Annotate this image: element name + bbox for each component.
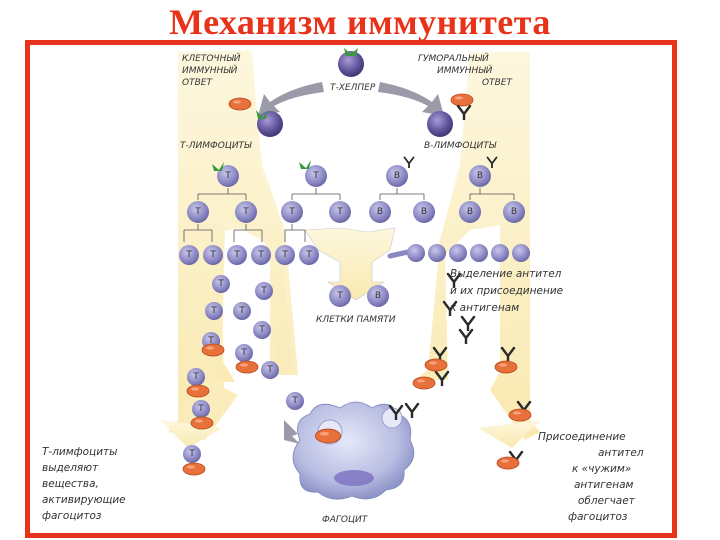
t-cell: Т [305, 165, 327, 187]
svg-text:Т: Т [312, 171, 319, 181]
svg-text:Т: Т [305, 250, 312, 260]
antibody-note-line-5: облегчает [578, 495, 636, 507]
svg-text:Т: Т [260, 286, 267, 296]
humoral-flow-band [415, 52, 540, 440]
antibody-note-line-3: к «чужим» [572, 463, 631, 475]
svg-text:В: В [394, 171, 400, 181]
t-cell: Т [217, 165, 239, 187]
t-note-line-3: вещества, [42, 478, 99, 490]
t-cell: Т [187, 201, 209, 223]
memory-flow-band [304, 227, 396, 301]
svg-text:Т: Т [194, 207, 201, 217]
t-note-line-2: выделяют [42, 462, 99, 474]
antibody-note-line-1: Присоединение [538, 431, 626, 443]
t-cell: Т [281, 201, 303, 223]
svg-text:В: В [477, 171, 483, 181]
cellular-flow-band-wide [168, 50, 298, 440]
b-cell: В [413, 201, 435, 223]
memory-t-cell: Т [329, 285, 351, 307]
antibody-release-line-2: и их присоединение [450, 285, 563, 297]
b-cell: В [459, 201, 481, 223]
svg-text:В: В [421, 207, 427, 217]
plasma-cell-row [387, 244, 530, 262]
humoral-response-line-2: ИММУННЫЙ [437, 64, 493, 76]
svg-text:Т: Т [288, 207, 295, 217]
b-lymphocytes-label: В-ЛИМФОЦИТЫ [424, 141, 497, 151]
svg-text:Т: Т [242, 207, 249, 217]
b-cell: В [469, 165, 491, 187]
t-helper-label: Т-ХЕЛПЕР [330, 83, 376, 93]
humoral-response-line-3: ОТВЕТ [482, 78, 513, 88]
b-cell: В [386, 165, 408, 187]
memory-cells-label: КЛЕТКИ ПАМЯТИ [316, 315, 396, 325]
svg-text:Т: Т [217, 279, 224, 289]
division-lines-2 [183, 224, 306, 242]
t-cell: Т [329, 201, 351, 223]
activated-t-cell [228, 97, 283, 137]
svg-text:Т: Т [240, 348, 247, 358]
activated-b-cell [427, 93, 474, 137]
division-lines [197, 188, 515, 200]
svg-text:Т: Т [238, 306, 245, 316]
t-lymphocytes-label: Т-ЛИМФОЦИТЫ [180, 141, 252, 151]
svg-text:Т: Т [281, 250, 288, 260]
svg-text:В: В [511, 207, 517, 217]
helper-arrow-right [378, 82, 444, 116]
svg-text:В: В [377, 207, 383, 217]
cellular-response-line-3: ОТВЕТ [182, 78, 213, 88]
t-note-line-1: Т-лимфоциты [42, 446, 117, 458]
cellular-response-line-1: КЛЕТОЧНЫЙ [182, 52, 241, 64]
antibody-note-line-6: фагоцитоз [568, 511, 628, 523]
phagocyte-label: ФАГОЦИТ [322, 515, 369, 525]
antibody-release-line-1: Выделение антител [450, 268, 562, 280]
svg-text:В: В [375, 291, 381, 301]
antibody-release-line-3: к антигенам [450, 302, 519, 314]
antibody-note-line-4: антигенам [574, 479, 634, 491]
slide-title: Механизм иммунитета [169, 2, 551, 42]
humoral-response-line-1: ГУМОРАЛЬНЫЙ [418, 52, 489, 64]
memory-b-cell: В [367, 285, 389, 307]
svg-text:Т: Т [257, 250, 264, 260]
svg-text:Т: Т [188, 449, 195, 459]
t-note-line-5: фагоцитоз [42, 510, 102, 522]
svg-text:Т: Т [224, 171, 231, 181]
svg-text:Т: Т [291, 396, 298, 406]
helper-arrow-left [258, 82, 324, 116]
svg-text:Т: Т [209, 250, 216, 260]
svg-text:Т: Т [233, 250, 240, 260]
right-down-arrow [478, 420, 540, 448]
cellular-response-line-2: ИММУННЫЙ [182, 64, 238, 76]
b-cell: В [369, 201, 391, 223]
svg-text:Т: Т [266, 365, 273, 375]
t-note-line-4: активирующие [42, 494, 126, 506]
svg-text:Т: Т [210, 306, 217, 316]
t-cell-row: Т Т Т Т Т Т [179, 245, 319, 265]
antibody-note-line-2: антител [598, 447, 644, 459]
svg-text:Т: Т [197, 404, 204, 414]
svg-text:Т: Т [336, 291, 343, 301]
svg-text:Т: Т [258, 325, 265, 335]
t-cell: Т [235, 201, 257, 223]
svg-text:Т: Т [336, 207, 343, 217]
svg-text:Т: Т [192, 372, 199, 382]
phagocyte-cell [284, 401, 415, 500]
svg-text:Т: Т [185, 250, 192, 260]
b-cell: В [503, 201, 525, 223]
svg-text:В: В [467, 207, 473, 217]
t-helper-cell [338, 48, 364, 77]
svg-text:Т: Т [207, 336, 214, 346]
